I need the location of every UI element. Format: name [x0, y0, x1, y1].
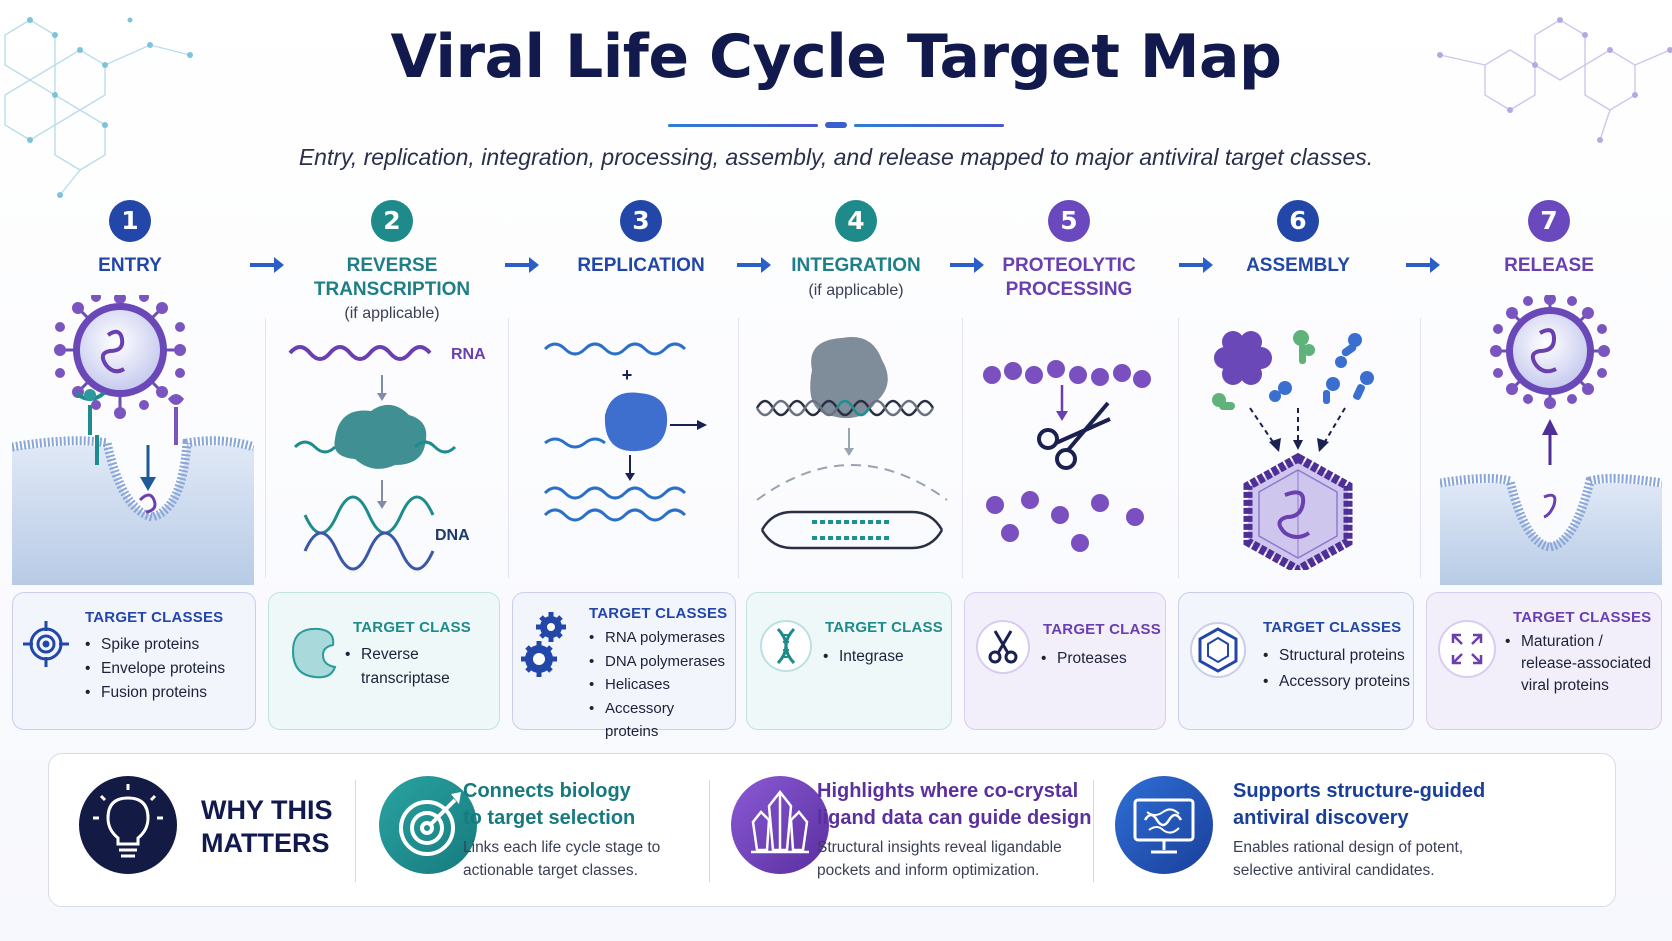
- stage-4-badge: 4: [835, 200, 877, 242]
- dna-label: DNA: [435, 527, 470, 544]
- card-title: TARGET CLASSES: [1513, 609, 1652, 626]
- target-card-release: TARGET CLASSES Maturation / release-asso…: [1426, 592, 1662, 730]
- enzyme-icon: [291, 627, 337, 679]
- target-class-item: DNA polymerases: [589, 650, 731, 674]
- stage-3-badge: 3: [620, 200, 662, 242]
- stage-2-note: (if applicable): [344, 305, 440, 322]
- stage-6-badge: 6: [1277, 200, 1319, 242]
- capsid-icon: [1190, 622, 1246, 678]
- card-title: TARGET CLASS: [1043, 621, 1161, 638]
- lightbulb-badge: [79, 776, 177, 874]
- stage-7-title: RELEASE: [1504, 255, 1594, 276]
- target-card-reverse-transcription: TARGET CLASS Reverse transcriptase: [268, 592, 500, 730]
- page-title: Viral Life Cycle Target Map: [390, 22, 1282, 92]
- stage-7-badge: 7: [1528, 200, 1570, 242]
- title-underline: [668, 122, 1004, 128]
- flow-arrow-icon: [1179, 257, 1213, 273]
- scissors-icon: [976, 620, 1030, 674]
- stage-1-title: ENTRY: [98, 255, 162, 276]
- target-class-item: Maturation / release-associated viral pr…: [1505, 631, 1659, 697]
- target-class-item: Helicases: [589, 673, 731, 697]
- target-card-integration: TARGET CLASS Integrase: [746, 592, 952, 730]
- target-card-proteolytic-processing: TARGET CLASS Proteases: [964, 592, 1166, 730]
- flow-arrow-icon: [1406, 257, 1440, 273]
- card-title: TARGET CLASSES: [1263, 619, 1402, 636]
- target-class-item: Fusion proteins: [85, 681, 250, 705]
- flow-arrow-icon: [505, 257, 539, 273]
- crystal-icon: [751, 789, 809, 854]
- integration-illustration-icon: [755, 336, 948, 550]
- gears-icon: [521, 612, 566, 677]
- replication-illustration-icon: +: [543, 342, 707, 522]
- target-card-assembly: TARGET CLASSES Structural proteins Acces…: [1178, 592, 1414, 730]
- stage-4-note: (if applicable): [808, 282, 904, 299]
- target-card-replication: TARGET CLASSES RNA polymerases DNA polym…: [512, 592, 736, 740]
- target-arrow-icon: [399, 792, 461, 856]
- card-title: TARGET CLASSES: [85, 609, 224, 626]
- reverse-transcription-illustration-icon: RNA DNA: [288, 345, 486, 571]
- target-icon: [23, 621, 69, 667]
- release-illustration-icon: [1440, 295, 1662, 585]
- monitor-badge: [1115, 776, 1213, 874]
- target-class-item: RNA polymerases: [589, 626, 731, 650]
- stage-5-badge: 5: [1048, 200, 1090, 242]
- entry-illustration-icon: [12, 295, 254, 585]
- assembly-illustration-icon: [1212, 330, 1374, 570]
- target-class-item: Accessory proteins: [589, 697, 731, 744]
- target-class-item: Structural proteins: [1263, 643, 1411, 669]
- target-class-item: Envelope proteins: [85, 657, 250, 681]
- page-subtitle: Entry, replication, integration, process…: [298, 144, 1374, 170]
- molecule-pattern-right-icon: [1437, 17, 1672, 143]
- flow-arrow-icon: [737, 257, 771, 273]
- benefit-3-description: Enables rational design of potent,select…: [1233, 839, 1464, 879]
- flow-arrow-icon: [250, 257, 284, 273]
- card-title: TARGET CLASSES: [589, 605, 728, 622]
- lightbulb-icon: [93, 784, 163, 858]
- expand-arrows-icon: [1438, 620, 1496, 678]
- target-class-item: Spike proteins: [85, 633, 250, 657]
- flow-arrow-icon: [950, 257, 984, 273]
- target-class-item: Integrase: [823, 645, 943, 669]
- rna-label: RNA: [451, 346, 486, 363]
- target-class-item: Proteases: [1041, 647, 1161, 671]
- stage-6-title: ASSEMBLY: [1246, 255, 1350, 276]
- target-class-item: Reverse transcriptase: [345, 643, 485, 691]
- stage-3-title: REPLICATION: [577, 255, 705, 276]
- card-title: TARGET CLASS: [353, 619, 471, 636]
- target-card-entry: TARGET CLASSES Spike proteins Envelope p…: [12, 592, 256, 730]
- stage-4-title: INTEGRATION: [791, 255, 921, 276]
- molecule-pattern-left-icon: [4, 17, 193, 198]
- crystal-badge: [731, 776, 829, 874]
- card-title: TARGET CLASS: [825, 619, 943, 636]
- stage-2-badge: 2: [371, 200, 413, 242]
- target-class-item: Accessory proteins: [1263, 669, 1411, 695]
- stage-1-badge: 1: [109, 200, 151, 242]
- monitor-molecule-icon: [1133, 798, 1195, 854]
- proteolytic-illustration-icon: [983, 360, 1151, 552]
- dna-icon: [760, 620, 812, 672]
- target-arrow-badge: [379, 776, 477, 874]
- svg-text:+: +: [622, 365, 633, 385]
